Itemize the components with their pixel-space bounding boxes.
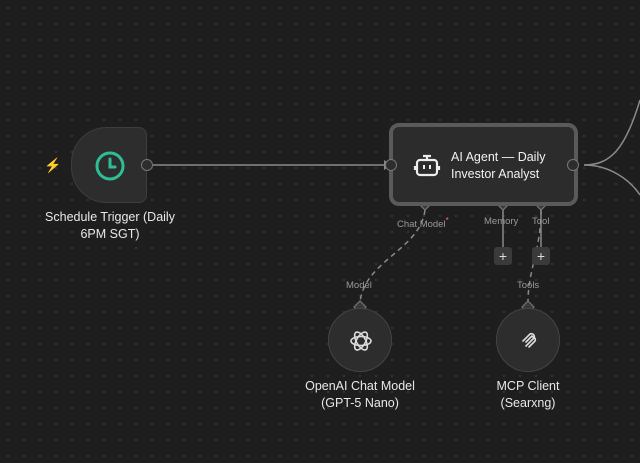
edge-agent-out-1 [583, 99, 640, 166]
edge-model [359, 209, 426, 303]
schedule-trigger-node[interactable] [71, 127, 147, 203]
chat-model-label: Chat Model* [397, 216, 449, 231]
trigger-output-handle[interactable] [141, 159, 153, 171]
mcp-icon [522, 332, 537, 348]
edge-agent-out-2 [583, 164, 640, 196]
add-memory-button[interactable]: + [494, 247, 512, 265]
openai-label: OpenAI Chat Model(GPT-5 Nano) [305, 379, 415, 410]
mcp-label: MCP Client(Searxng) [496, 379, 560, 410]
mcp-client-node[interactable] [496, 308, 560, 372]
tools-connector-label: Tools [517, 280, 540, 291]
memory-label: Memory [484, 216, 519, 227]
model-connector-label: Model [346, 280, 372, 291]
openai-chat-model-node[interactable] [328, 308, 392, 372]
robot-icon [413, 154, 441, 177]
add-tool-button[interactable]: + [532, 247, 550, 265]
agent-input-handle[interactable] [385, 159, 397, 171]
trigger-bolt-icon: ⚡ [44, 157, 62, 173]
clock-icon [95, 151, 125, 181]
openai-icon [350, 331, 372, 351]
tool-label: Tool [532, 216, 550, 227]
agent-output-handle[interactable] [567, 159, 579, 171]
